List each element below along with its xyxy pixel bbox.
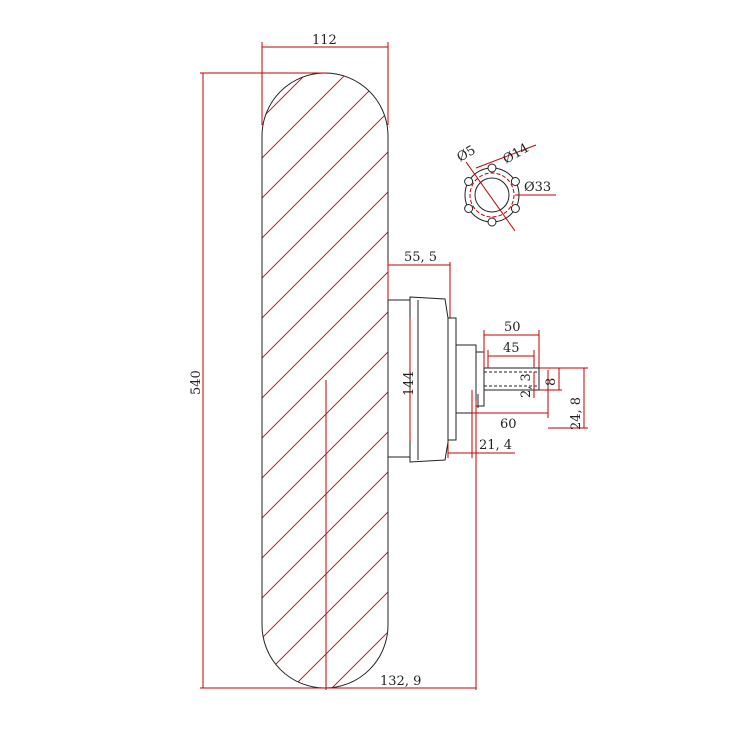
shaft-60-label: 60 bbox=[500, 417, 517, 432]
pcd-dia-label: Ø33 bbox=[524, 180, 551, 195]
bolt-hole bbox=[464, 204, 474, 213]
flange-detail-view: Ø5 Ø14 Ø33 bbox=[455, 141, 556, 232]
hatch-line bbox=[262, 73, 388, 688]
hatch-line bbox=[262, 73, 388, 688]
detail-leader-2 bbox=[475, 144, 537, 169]
hatch-line bbox=[262, 73, 388, 688]
hatch-line bbox=[262, 73, 388, 688]
flat-2-3-label: 2, 3 bbox=[519, 373, 534, 398]
hub-step bbox=[475, 351, 485, 407]
shaft-8-label: 8 bbox=[544, 378, 559, 386]
flange-inner-circle bbox=[474, 177, 510, 213]
dimension-lines bbox=[200, 42, 588, 690]
detail-leader-1 bbox=[465, 161, 516, 232]
hatch-line bbox=[400, 0, 750, 700]
hatch-line bbox=[262, 73, 388, 688]
hatch-line bbox=[262, 73, 388, 688]
hatch-line bbox=[262, 73, 388, 688]
offset-55-5-label: 55, 5 bbox=[404, 250, 437, 265]
hole-dia-label: Ø5 bbox=[455, 143, 479, 165]
hub-boss bbox=[455, 344, 477, 414]
bolt-hole bbox=[510, 204, 520, 213]
hatch-line bbox=[262, 73, 388, 688]
hatch-line bbox=[262, 73, 388, 688]
flange-21-4-label: 21, 4 bbox=[479, 438, 512, 453]
flange-outer-circle bbox=[464, 167, 520, 223]
hatch-line bbox=[262, 73, 388, 688]
hatch-line bbox=[262, 73, 301, 688]
hub-ring bbox=[448, 317, 457, 441]
wheel-outline bbox=[261, 72, 389, 689]
width-112-label: 112 bbox=[312, 33, 337, 48]
shaft-50-label: 50 bbox=[504, 320, 521, 335]
bolt-hole bbox=[510, 177, 520, 186]
hub-144-label: 144 bbox=[402, 371, 417, 396]
height-540-label: 540 bbox=[189, 370, 204, 395]
bolt-hole bbox=[487, 217, 497, 227]
shaft bbox=[483, 367, 540, 391]
inner-dia-label: Ø14 bbox=[501, 141, 532, 168]
hatch-line bbox=[262, 73, 341, 688]
hatch-line bbox=[262, 73, 381, 688]
bolt-hole bbox=[487, 163, 497, 173]
hatch-line bbox=[262, 73, 388, 688]
wheel-section bbox=[261, 0, 750, 700]
pcd-circle bbox=[469, 172, 515, 218]
hatch-line bbox=[262, 73, 388, 688]
bolt-hole bbox=[464, 177, 474, 186]
wheel-hatching bbox=[262, 0, 750, 700]
step-24-8-label: 24, 8 bbox=[569, 397, 584, 430]
depth-132-9-label: 132, 9 bbox=[380, 674, 421, 689]
bolt-holes bbox=[464, 163, 520, 227]
dimension-labels: 112 540 55, 5 144 50 45 2, 3 8 60 24, 8 … bbox=[189, 33, 584, 689]
hatch-line bbox=[262, 73, 388, 688]
shaft-45-label: 45 bbox=[503, 341, 520, 356]
hub-motor bbox=[388, 296, 540, 463]
